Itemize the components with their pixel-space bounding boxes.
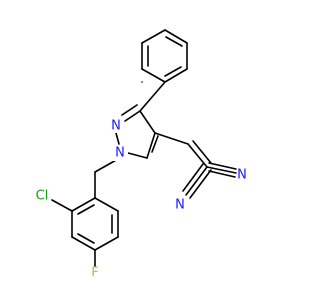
bond [71,197,96,212]
bond [154,132,189,145]
double-bond-inner [77,233,95,244]
double-bond-inner [192,140,212,164]
atom-n2: N [111,119,121,134]
bond [206,166,237,174]
bond [94,236,119,251]
halophenyl-ring [51,197,119,267]
double-bond-inner [77,204,95,215]
molecule-structure: N N N N Cl F [36,29,247,281]
triple-bond [208,162,237,170]
bond [164,29,188,44]
bond [139,110,156,134]
bond [127,152,148,159]
bond [124,110,141,122]
phenyl-ring [141,29,188,83]
triple-bond [182,163,204,192]
bond [94,197,119,212]
bond [185,166,208,196]
double-bond-inner [151,135,159,153]
bond-n-ch2 [94,158,119,173]
triple-bond [208,170,236,178]
atom-nitrile-n-left: N [175,198,185,213]
double-bond-inner [121,104,138,116]
atom-fluorine: F [91,266,98,281]
bond-phenyl-pyrazole [139,81,166,112]
bond-c-cl [51,199,73,212]
molecule-canvas: N N N N Cl F [36,29,247,281]
bond [71,236,96,251]
atom-n1: N [115,146,125,161]
pyrazole-ring [115,104,159,159]
bond [141,29,166,44]
atom-nitrile-n-right: N [237,168,247,183]
double-bond-inner [165,36,183,47]
double-bond-inner [164,66,182,77]
atom-chlorine: Cl [36,189,49,204]
bond [146,132,156,159]
bond [187,143,208,168]
bond [115,132,120,145]
triple-bond [189,169,212,199]
dicyanovinyl-group [154,132,237,199]
bond [164,68,188,83]
atom-labels: N N N N Cl F [36,117,247,281]
bond [141,68,166,83]
